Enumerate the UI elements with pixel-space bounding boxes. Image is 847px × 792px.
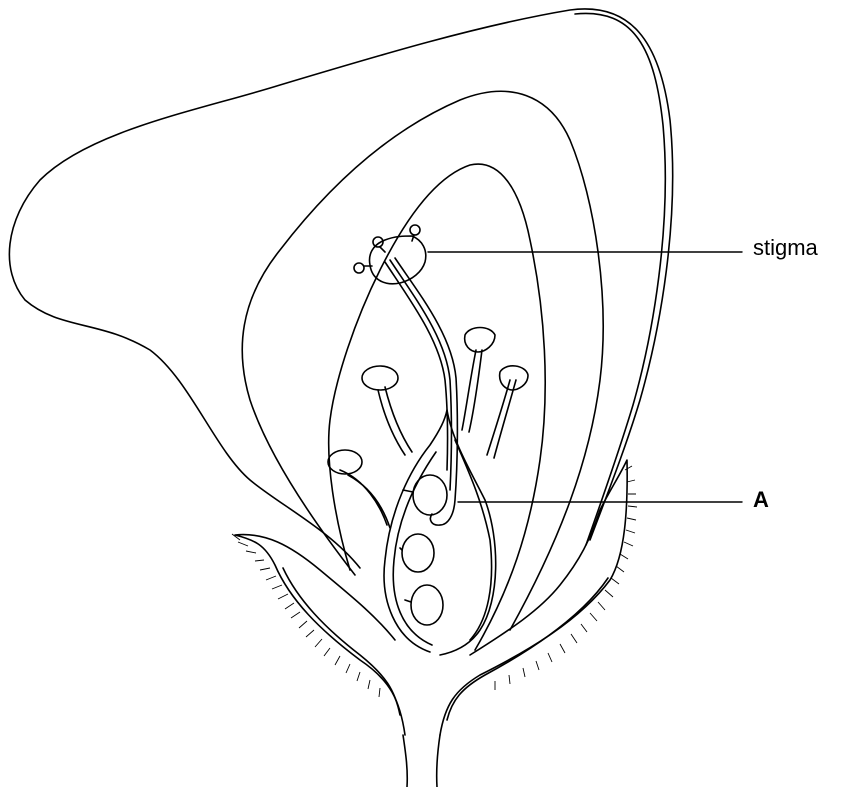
style-left [385, 262, 448, 470]
stem-left [403, 735, 407, 787]
stamen-right-2 [487, 380, 516, 458]
anther-left-low [328, 450, 362, 474]
right-sepal [440, 460, 627, 735]
stigma-head [370, 236, 426, 284]
stigma-lobe-3 [410, 225, 420, 235]
stigma-label: stigma [753, 237, 818, 259]
stem-right [437, 735, 440, 787]
sepal-hairs [232, 466, 637, 697]
stamen-right-1 [462, 350, 482, 432]
part-a-label: A [753, 489, 769, 511]
ovule-middle [402, 534, 434, 572]
outer-petal-inner-edge [575, 13, 665, 545]
left-sepal [235, 535, 405, 735]
ovule-top [413, 475, 447, 515]
ovule-bottom [411, 585, 443, 625]
left-sepal-inner [283, 568, 400, 715]
anther-left-high [362, 366, 398, 390]
ovule-hook [430, 514, 440, 525]
stamen-left-high [378, 387, 412, 455]
stamen-left-low [340, 470, 390, 528]
outer-petal [9, 9, 672, 568]
middle-petal [242, 91, 603, 630]
stigma-lobe-2 [354, 263, 364, 273]
ovary-inner-wall [393, 440, 491, 645]
anther-right-1 [465, 328, 495, 353]
style-right [395, 258, 457, 525]
inner-petal [329, 164, 546, 650]
